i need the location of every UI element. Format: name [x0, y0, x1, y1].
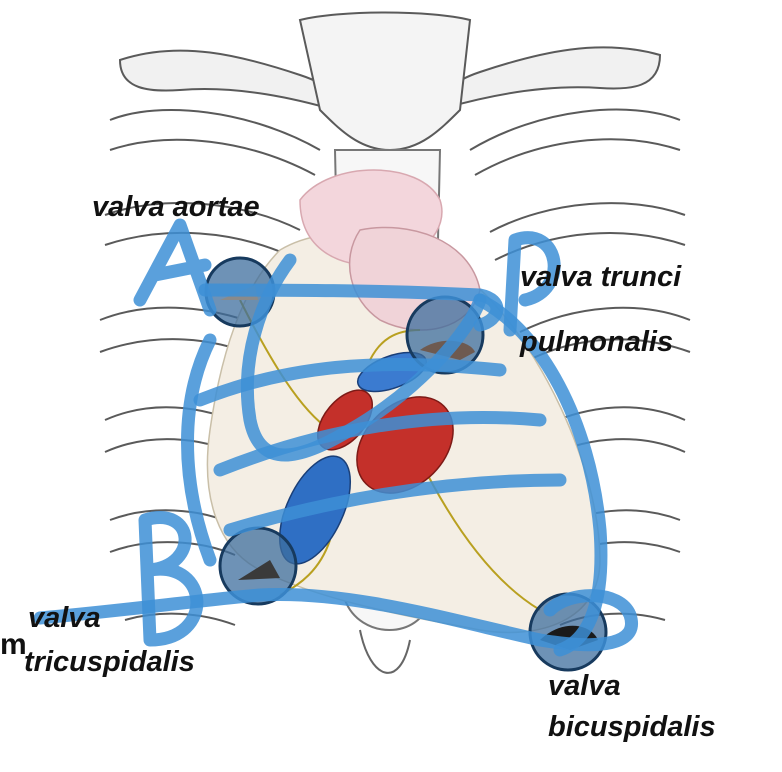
annotation-letter-a [140, 225, 210, 310]
right-clavicle [444, 47, 660, 108]
label-valva-aortae: valva aortae [92, 193, 260, 222]
rib-left-1 [110, 110, 320, 150]
annotation-side-left [188, 340, 211, 560]
rib-left-1b [110, 140, 315, 175]
label-valva-tricuspidalis-line2: tricuspidalis [24, 648, 195, 677]
label-fragment-m: m [0, 630, 27, 660]
rib-left-6 [125, 614, 235, 625]
manubrium [300, 13, 470, 151]
rib-right-2 [490, 203, 685, 232]
xiphoid [360, 630, 410, 673]
annotation-letter-b [145, 518, 197, 640]
left-clavicle [120, 51, 336, 110]
rib-right-1b [475, 139, 680, 175]
label-valva-bicuspidalis-line2: bicuspidalis [548, 713, 716, 742]
label-valva-bicuspidalis-line1: valva [548, 672, 621, 701]
rib-left-2b [105, 233, 295, 258]
rib-left-5b [110, 542, 235, 555]
label-valva-trunci-line1: valva trunci [520, 263, 681, 292]
label-valva-trunci-line2: pulmonalis [520, 328, 673, 357]
rib-right-1 [470, 110, 680, 150]
label-valva-tricuspidalis-line1: valva [28, 604, 101, 633]
